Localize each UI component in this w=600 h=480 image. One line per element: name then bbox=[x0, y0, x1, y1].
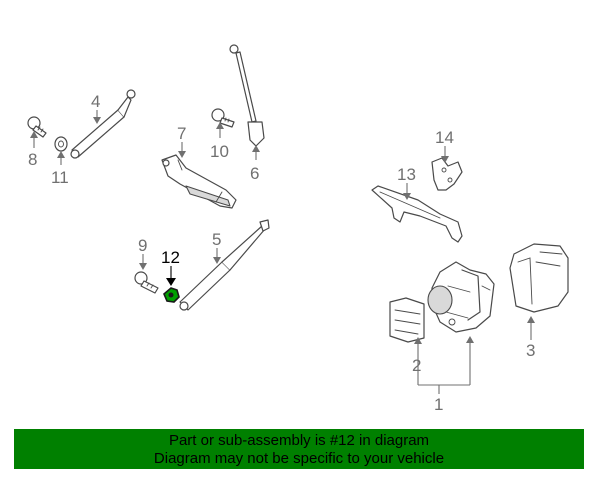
info-banner: Part or sub-assembly is #12 in diagram D… bbox=[14, 429, 584, 469]
part-14-bracket[interactable] bbox=[431, 157, 463, 191]
part-2-plate[interactable] bbox=[389, 297, 425, 343]
callout-1: 1 bbox=[434, 395, 443, 414]
callout-4: 4 bbox=[91, 92, 100, 111]
callout-11: 11 bbox=[51, 168, 69, 187]
callout-3: 3 bbox=[526, 341, 535, 360]
callout-numbers: 8 11 4 7 10 6 9 12 5 13 14 2 1 3 bbox=[28, 92, 535, 414]
part-1-latch-actuator[interactable] bbox=[427, 261, 495, 333]
part-10-bolt[interactable] bbox=[211, 108, 235, 128]
part-3-cover[interactable] bbox=[509, 243, 569, 313]
callout-6: 6 bbox=[250, 164, 259, 183]
part-5-gas-strut[interactable] bbox=[179, 219, 270, 311]
callout-9: 9 bbox=[138, 236, 147, 255]
part-11-washer[interactable] bbox=[54, 136, 68, 152]
callout-5: 5 bbox=[212, 230, 221, 249]
callout-2: 2 bbox=[412, 356, 421, 375]
part-13-striker-plate[interactable] bbox=[371, 185, 463, 243]
callout-14: 14 bbox=[435, 128, 454, 147]
banner-line-disclaimer: Diagram may not be specific to your vehi… bbox=[153, 450, 445, 467]
part-6-support-rod[interactable] bbox=[229, 44, 265, 147]
part-8-bolt[interactable] bbox=[27, 116, 47, 138]
callout-12[interactable]: 12 bbox=[161, 248, 180, 267]
part-9-bolt[interactable] bbox=[134, 271, 159, 294]
part-4-gas-strut[interactable] bbox=[70, 89, 136, 159]
callout-13: 13 bbox=[397, 165, 416, 184]
callout-leaders bbox=[30, 110, 535, 394]
callout-8: 8 bbox=[28, 150, 37, 169]
banner-line-part: Part or sub-assembly is #12 in diagram bbox=[168, 432, 430, 449]
callout-10: 10 bbox=[210, 142, 229, 161]
part-7-strut-bracket[interactable] bbox=[161, 154, 237, 209]
part-12-nut[interactable] bbox=[163, 287, 180, 303]
callout-7: 7 bbox=[177, 124, 186, 143]
